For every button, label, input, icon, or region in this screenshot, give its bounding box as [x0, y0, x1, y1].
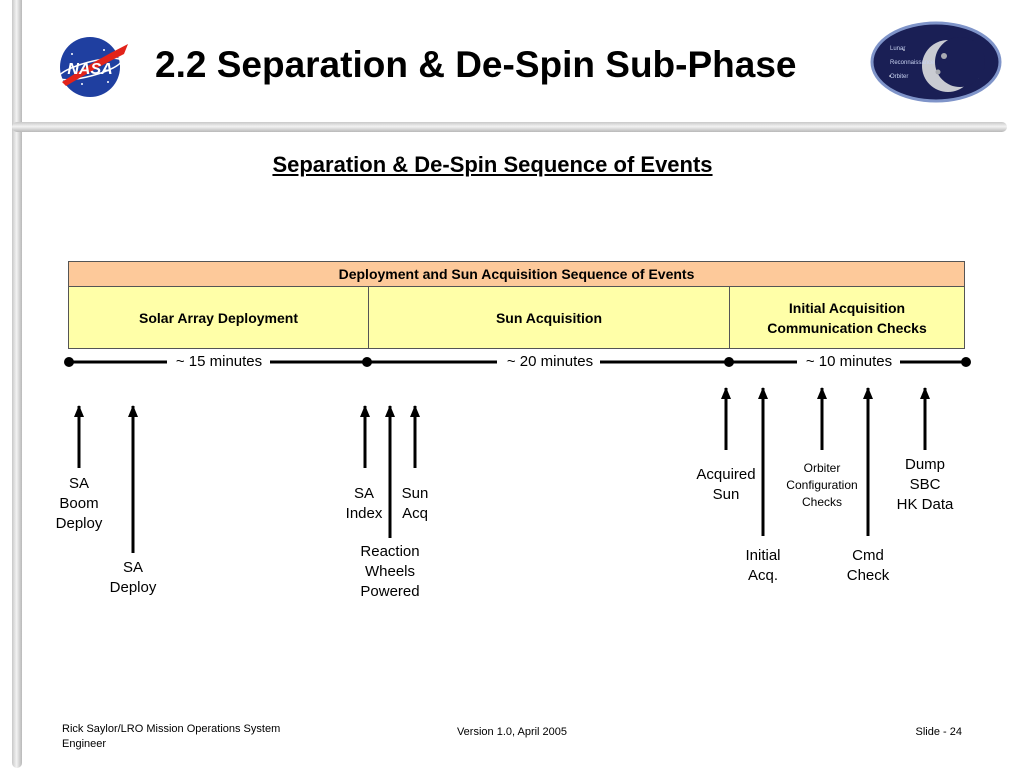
svg-text:Reconnaissance: Reconnaissance: [890, 60, 935, 66]
event-label: Acquired Sun: [696, 466, 756, 503]
event-label: SA Deploy: [109, 559, 157, 596]
footer-slide-number: Slide - 24: [915, 726, 962, 738]
event-label: Cmd Check: [846, 547, 890, 584]
svg-text:NASA: NASA: [67, 61, 112, 78]
phase-solar-array-deployment: Solar Array Deployment: [139, 309, 298, 326]
footer-author: Rick Saylor/LRO Mission Operations Syste…: [62, 723, 281, 750]
timeline-marker: [64, 357, 74, 367]
svg-text:Lunar: Lunar: [890, 46, 905, 52]
timeline-marker: [724, 357, 734, 367]
duration-label: ~ 15 minutes: [175, 353, 263, 370]
event-label: Dump SBC HK Data: [896, 456, 954, 513]
event-label: SA Index: [345, 485, 383, 522]
svg-text:Orbiter: Orbiter: [890, 74, 908, 80]
phase-sun-acquisition: Sun Acquisition: [368, 287, 729, 348]
timeline-marker: [362, 357, 372, 367]
sequence-subtitle: Separation & De-Spin Sequence of Events: [272, 152, 713, 177]
duration-label: ~ 20 minutes: [506, 353, 594, 370]
slide-title: 2.2 Separation & De-Spin Sub-Phase: [155, 44, 797, 85]
duration-label: ~ 10 minutes: [805, 353, 893, 370]
event-label: Initial Acq.: [745, 547, 781, 584]
phase-initial-acquisition-checks: Initial Acquisition Communication Checks: [729, 287, 964, 348]
sequence-phase-row: Solar Array Deployment Sun Acquisition I…: [69, 287, 964, 348]
event-label: Sun Acq: [401, 485, 429, 522]
event-label: Orbiter Configuration Checks: [786, 461, 858, 509]
timeline-marker: [961, 357, 971, 367]
sequence-table: Deployment and Sun Acquisition Sequence …: [68, 261, 965, 349]
slide-frame-left-bar: [12, 0, 22, 768]
slide-frame-top-bar: [12, 122, 1007, 132]
lro-logo: Lunar Reconnaissance Orbiter: [870, 21, 1002, 103]
event-label: Reaction Wheels Powered: [360, 543, 420, 600]
footer-version: Version 1.0, April 2005: [456, 726, 568, 738]
sequence-table-header: Deployment and Sun Acquisition Sequence …: [69, 262, 964, 287]
event-label: SA Boom Deploy: [55, 475, 103, 532]
nasa-logo: NASA: [58, 37, 128, 97]
